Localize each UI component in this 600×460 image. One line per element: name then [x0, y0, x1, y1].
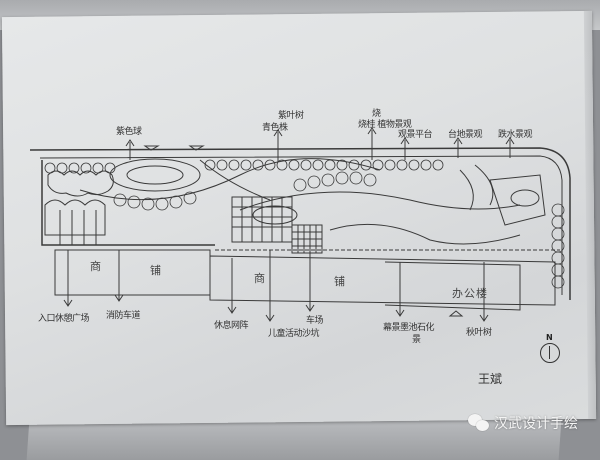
label-viewing-platform: 观景平台 [398, 130, 433, 140]
north-arrow-icon [540, 343, 560, 363]
label-shop-2b: 铺 [334, 275, 349, 288]
label-ink-pond-2: 景 [412, 335, 421, 345]
wechat-icon [468, 414, 490, 432]
label-kids-sandpit: 儿童活动沙坑 [268, 329, 320, 339]
label-purple-shrub: 紫色球 [116, 127, 142, 137]
shop-block-2 [209, 255, 556, 306]
label-entrance-plaza: 入口休憩广场 [38, 314, 90, 324]
label-terrace-landscape: 台地景观 [448, 130, 483, 140]
label-parking: 车场 [306, 316, 324, 326]
label-ink-pond: 幕景墨池石化 [383, 323, 435, 333]
signature: 王斌 [478, 372, 503, 386]
label-shop-1a: 商 [90, 260, 105, 273]
label-shop-2a: 商 [254, 272, 269, 285]
label-fire-lane: 消防车道 [106, 311, 141, 321]
label-waterfall-landscape: 跌水景观 [498, 130, 533, 140]
label-green-shrub: 青色株 [262, 123, 288, 133]
label-top-small: 烧 [372, 109, 381, 119]
north-label: N [546, 333, 553, 342]
label-rest-hammock: 休息网阵 [214, 321, 249, 331]
label-plant-landscape: 烧桂 植物景观 [358, 120, 412, 130]
label-office-building: 办公楼 [452, 287, 488, 300]
watermark-text: 汉武设计手绘 [494, 416, 578, 432]
label-autumn-tree: 秋叶树 [466, 328, 492, 338]
watermark: 汉武设计手绘 [468, 413, 578, 433]
label-shop-1b: 铺 [150, 264, 165, 277]
office-block [384, 261, 521, 311]
site-boundary [29, 147, 571, 300]
site-plan-drawing [29, 127, 571, 322]
label-purple-leaf-tree: 紫叶树 [278, 111, 304, 121]
shop-block-1 [54, 249, 211, 296]
